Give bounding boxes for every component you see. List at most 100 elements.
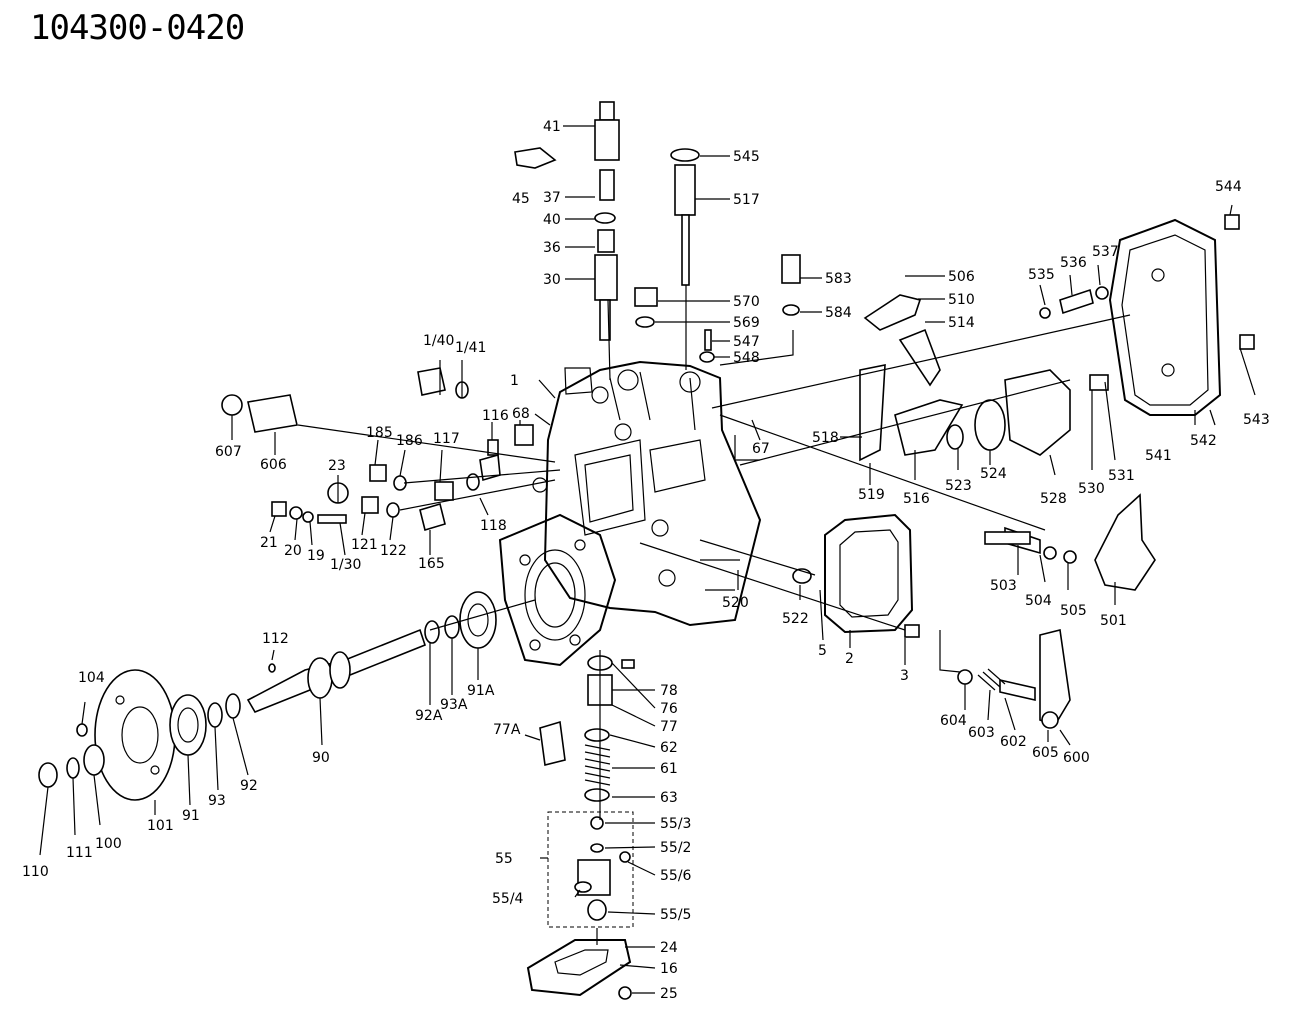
label-524: 524 (980, 466, 1007, 482)
label-570: 570 (733, 294, 760, 310)
label-584: 584 (825, 305, 852, 321)
label-20: 20 (284, 543, 302, 559)
label-77: 77 (660, 719, 678, 735)
drive-flange (498, 513, 617, 667)
label-55: 55 (495, 851, 513, 867)
label-55-6: 55/6 (660, 868, 692, 884)
right-fittings (574, 214, 1255, 1000)
bottom-plate (526, 939, 632, 997)
label-91: 91 (182, 808, 200, 824)
label-21: 21 (260, 535, 278, 551)
label-520: 520 (722, 595, 749, 611)
label-100: 100 (95, 836, 122, 852)
label-111: 111 (66, 845, 93, 861)
label-544: 544 (1215, 179, 1242, 195)
label-55-2: 55/2 (660, 840, 691, 856)
plunger-spring-assembly (539, 655, 613, 921)
label-24: 24 (660, 940, 678, 956)
label-61: 61 (660, 761, 678, 777)
left-fittings (76, 367, 534, 737)
label-101: 101 (147, 818, 174, 834)
label-531: 531 (1108, 468, 1135, 484)
label-530: 530 (1078, 481, 1105, 497)
label-78: 78 (660, 683, 678, 699)
label-104: 104 (78, 670, 105, 686)
label-518: 518 (812, 430, 839, 446)
label-45: 45 (512, 191, 530, 207)
label-3: 3 (900, 668, 909, 684)
part-labels: 41 45 37 40 36 30 545 517 570 569 547 54… (22, 119, 1270, 1002)
label-1: 1 (510, 373, 519, 389)
label-67: 67 (752, 441, 770, 457)
label-40: 40 (543, 212, 561, 228)
axis-lines (297, 285, 1131, 945)
bearings (38, 591, 497, 788)
label-55-5: 55/5 (660, 907, 691, 923)
label-604: 604 (940, 713, 967, 729)
label-547: 547 (733, 334, 760, 350)
label-68: 68 (512, 406, 530, 422)
label-55-3: 55/3 (660, 816, 691, 832)
label-542: 542 (1190, 433, 1217, 449)
leader-lines (39, 125, 1256, 994)
label-569: 569 (733, 315, 760, 331)
label-30: 30 (543, 272, 561, 288)
label-19: 19 (307, 548, 325, 564)
label-76: 76 (660, 701, 678, 717)
label-548: 548 (733, 350, 760, 366)
label-535: 535 (1028, 267, 1055, 283)
label-92A: 92A (415, 708, 443, 724)
label-90: 90 (312, 750, 330, 766)
label-92: 92 (240, 778, 258, 794)
label-505: 505 (1060, 603, 1087, 619)
label-118: 118 (480, 518, 507, 534)
label-41: 41 (543, 119, 561, 135)
label-112: 112 (262, 631, 289, 647)
label-62: 62 (660, 740, 678, 756)
label-1-40: 1/40 (423, 333, 454, 349)
label-122: 122 (380, 543, 407, 559)
pump-housing (532, 360, 762, 627)
label-93: 93 (208, 793, 226, 809)
label-185: 185 (366, 425, 393, 441)
governor-cover (1108, 218, 1222, 416)
label-116: 116 (482, 408, 509, 424)
label-5: 5 (818, 643, 827, 659)
label-503: 503 (990, 578, 1017, 594)
label-165: 165 (418, 556, 445, 572)
label-543: 543 (1243, 412, 1270, 428)
label-25: 25 (660, 986, 678, 1002)
small-parts (634, 254, 801, 363)
label-1-30: 1/30 (330, 557, 361, 573)
label-536: 536 (1060, 255, 1087, 271)
label-522: 522 (782, 611, 809, 627)
label-501: 501 (1100, 613, 1127, 629)
label-523: 523 (945, 478, 972, 494)
label-117: 117 (433, 431, 460, 447)
label-55-4: 55/4 (492, 891, 524, 907)
drive-shaft (246, 628, 426, 713)
label-603: 603 (968, 725, 995, 741)
rod-assembly (670, 148, 700, 286)
label-63: 63 (660, 790, 678, 806)
delivery-valve-stack (514, 101, 620, 341)
label-37: 37 (543, 190, 561, 206)
label-93A: 93A (440, 697, 468, 713)
label-517: 517 (733, 192, 760, 208)
label-121: 121 (351, 537, 378, 553)
label-1-41: 1/41 (455, 340, 486, 356)
label-510: 510 (948, 292, 975, 308)
label-545: 545 (733, 149, 760, 165)
assembly-55-outline (547, 811, 634, 928)
label-606: 606 (260, 457, 287, 473)
label-504: 504 (1025, 593, 1052, 609)
label-607: 607 (215, 444, 242, 460)
label-583: 583 (825, 271, 852, 287)
side-cover (824, 513, 914, 634)
label-537: 537 (1092, 244, 1119, 260)
label-602: 602 (1000, 734, 1027, 750)
label-77A: 77A (493, 722, 521, 738)
label-541: 541 (1145, 448, 1172, 464)
